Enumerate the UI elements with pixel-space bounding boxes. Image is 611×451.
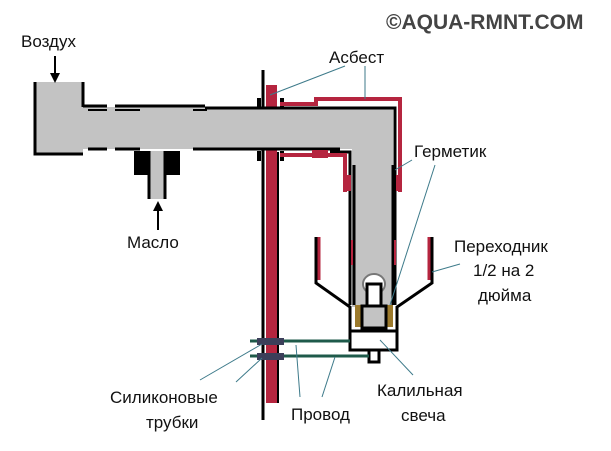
plug-tip: [365, 282, 383, 308]
asbestos-outer: [280, 97, 402, 192]
flange-mark: [257, 151, 261, 161]
watermark: ©AQUA-RMNT.COM: [386, 11, 583, 34]
nozzle-part: [166, 151, 180, 175]
label-air: Воздух: [21, 32, 76, 51]
asbestos-wrap: [280, 97, 402, 192]
leader-asbestos: [269, 65, 346, 96]
label-adapter-1: Переходник: [454, 237, 548, 256]
air-pipe: [33, 82, 397, 307]
plug-body: [360, 304, 388, 330]
adapter-right: [395, 237, 434, 330]
leader-glow-plug: [379, 339, 414, 376]
asbestos-patch: [312, 150, 328, 158]
asbestos-inner: [280, 153, 347, 192]
wall-asbestos: [266, 85, 277, 403]
label-asbestos: Асбест: [329, 48, 384, 67]
elbow-outline: [330, 106, 397, 305]
plug-nut: [348, 329, 399, 352]
leader-sealant: [389, 164, 436, 306]
intake-outline: [33, 82, 83, 156]
leader-sealant: [394, 159, 413, 171]
label-adapter-3: дюйма: [478, 286, 532, 305]
elbow-outline: [330, 150, 352, 305]
oil-pipe: [148, 151, 166, 199]
arrow-head: [153, 201, 163, 211]
adapter-left: [314, 237, 352, 330]
oil-nozzle: [134, 151, 180, 199]
label-adapter-2: 1/2 на 2: [473, 261, 534, 280]
label-glow-plug-2: свеча: [401, 406, 446, 425]
label-oil: Масло: [127, 233, 179, 252]
silicone-tube: [257, 353, 284, 360]
label-silicone-2: трубки: [146, 413, 198, 432]
sealant-left: [355, 305, 365, 327]
oil-arrow-icon: [153, 201, 163, 230]
label-silicone-1: Силиконовые: [110, 388, 218, 407]
air-arrow-icon: [50, 56, 60, 83]
flange-mark: [257, 98, 261, 108]
asbestos-patch: [396, 175, 402, 191]
leader-lines: [199, 65, 461, 398]
air-intake: [35, 82, 83, 154]
label-wire: Провод: [291, 405, 350, 424]
silicone-tube: [257, 338, 284, 345]
arrow-head: [50, 73, 60, 83]
leader-wire: [295, 344, 301, 398]
horizontal-pipe: [83, 107, 393, 149]
leader-wire: [321, 356, 336, 398]
label-glow-plug-1: Калильная: [377, 381, 463, 400]
leader-silicone: [235, 357, 263, 383]
label-sealant: Герметик: [414, 142, 487, 161]
plug-terminal: [367, 348, 381, 364]
adapter: [314, 237, 434, 330]
wires: [250, 338, 369, 360]
nozzle-part: [134, 151, 148, 175]
asbestos-patch: [345, 175, 351, 191]
leader-silicone: [199, 343, 263, 381]
leader-adapter: [431, 263, 461, 273]
